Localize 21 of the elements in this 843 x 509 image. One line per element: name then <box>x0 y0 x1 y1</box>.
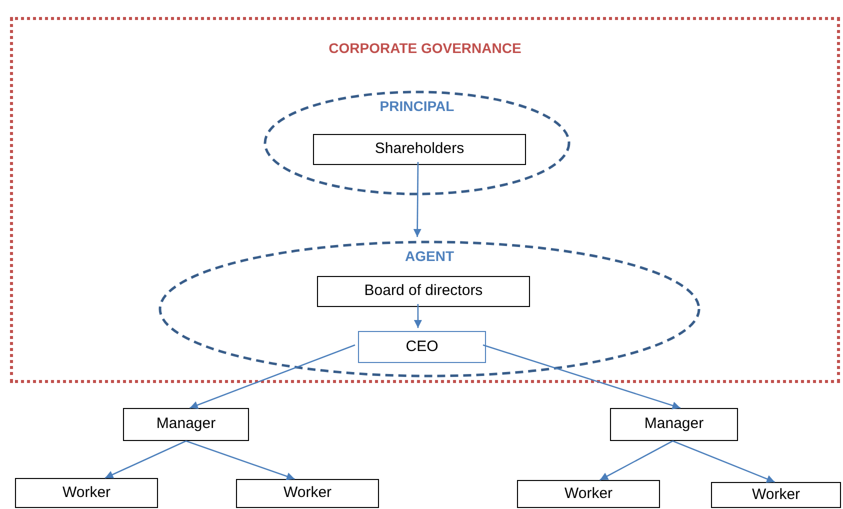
process-box: Worker <box>236 479 379 508</box>
arrow <box>414 304 422 328</box>
ellipse-title: PRINCIPAL <box>380 97 454 116</box>
ellipse-title: AGENT <box>405 247 454 266</box>
arrow <box>413 162 422 237</box>
arrow <box>672 440 775 483</box>
process-box: Manager <box>610 408 738 441</box>
process-box: Worker <box>711 482 841 508</box>
process-box: Board of directors <box>317 276 530 307</box>
arrow <box>600 440 674 481</box>
arrow <box>190 344 356 409</box>
process-box: Manager <box>123 408 249 441</box>
arrow <box>186 440 295 480</box>
dotted-group-frame <box>10 17 840 383</box>
process-box: Worker <box>517 480 660 508</box>
process-box: Shareholders <box>313 134 526 165</box>
arrow <box>104 440 186 479</box>
group-title: CORPORATE GOVERNANCE <box>328 39 522 58</box>
arrow <box>482 344 681 410</box>
process-box: CEO <box>358 331 486 363</box>
process-box: Worker <box>15 478 158 508</box>
